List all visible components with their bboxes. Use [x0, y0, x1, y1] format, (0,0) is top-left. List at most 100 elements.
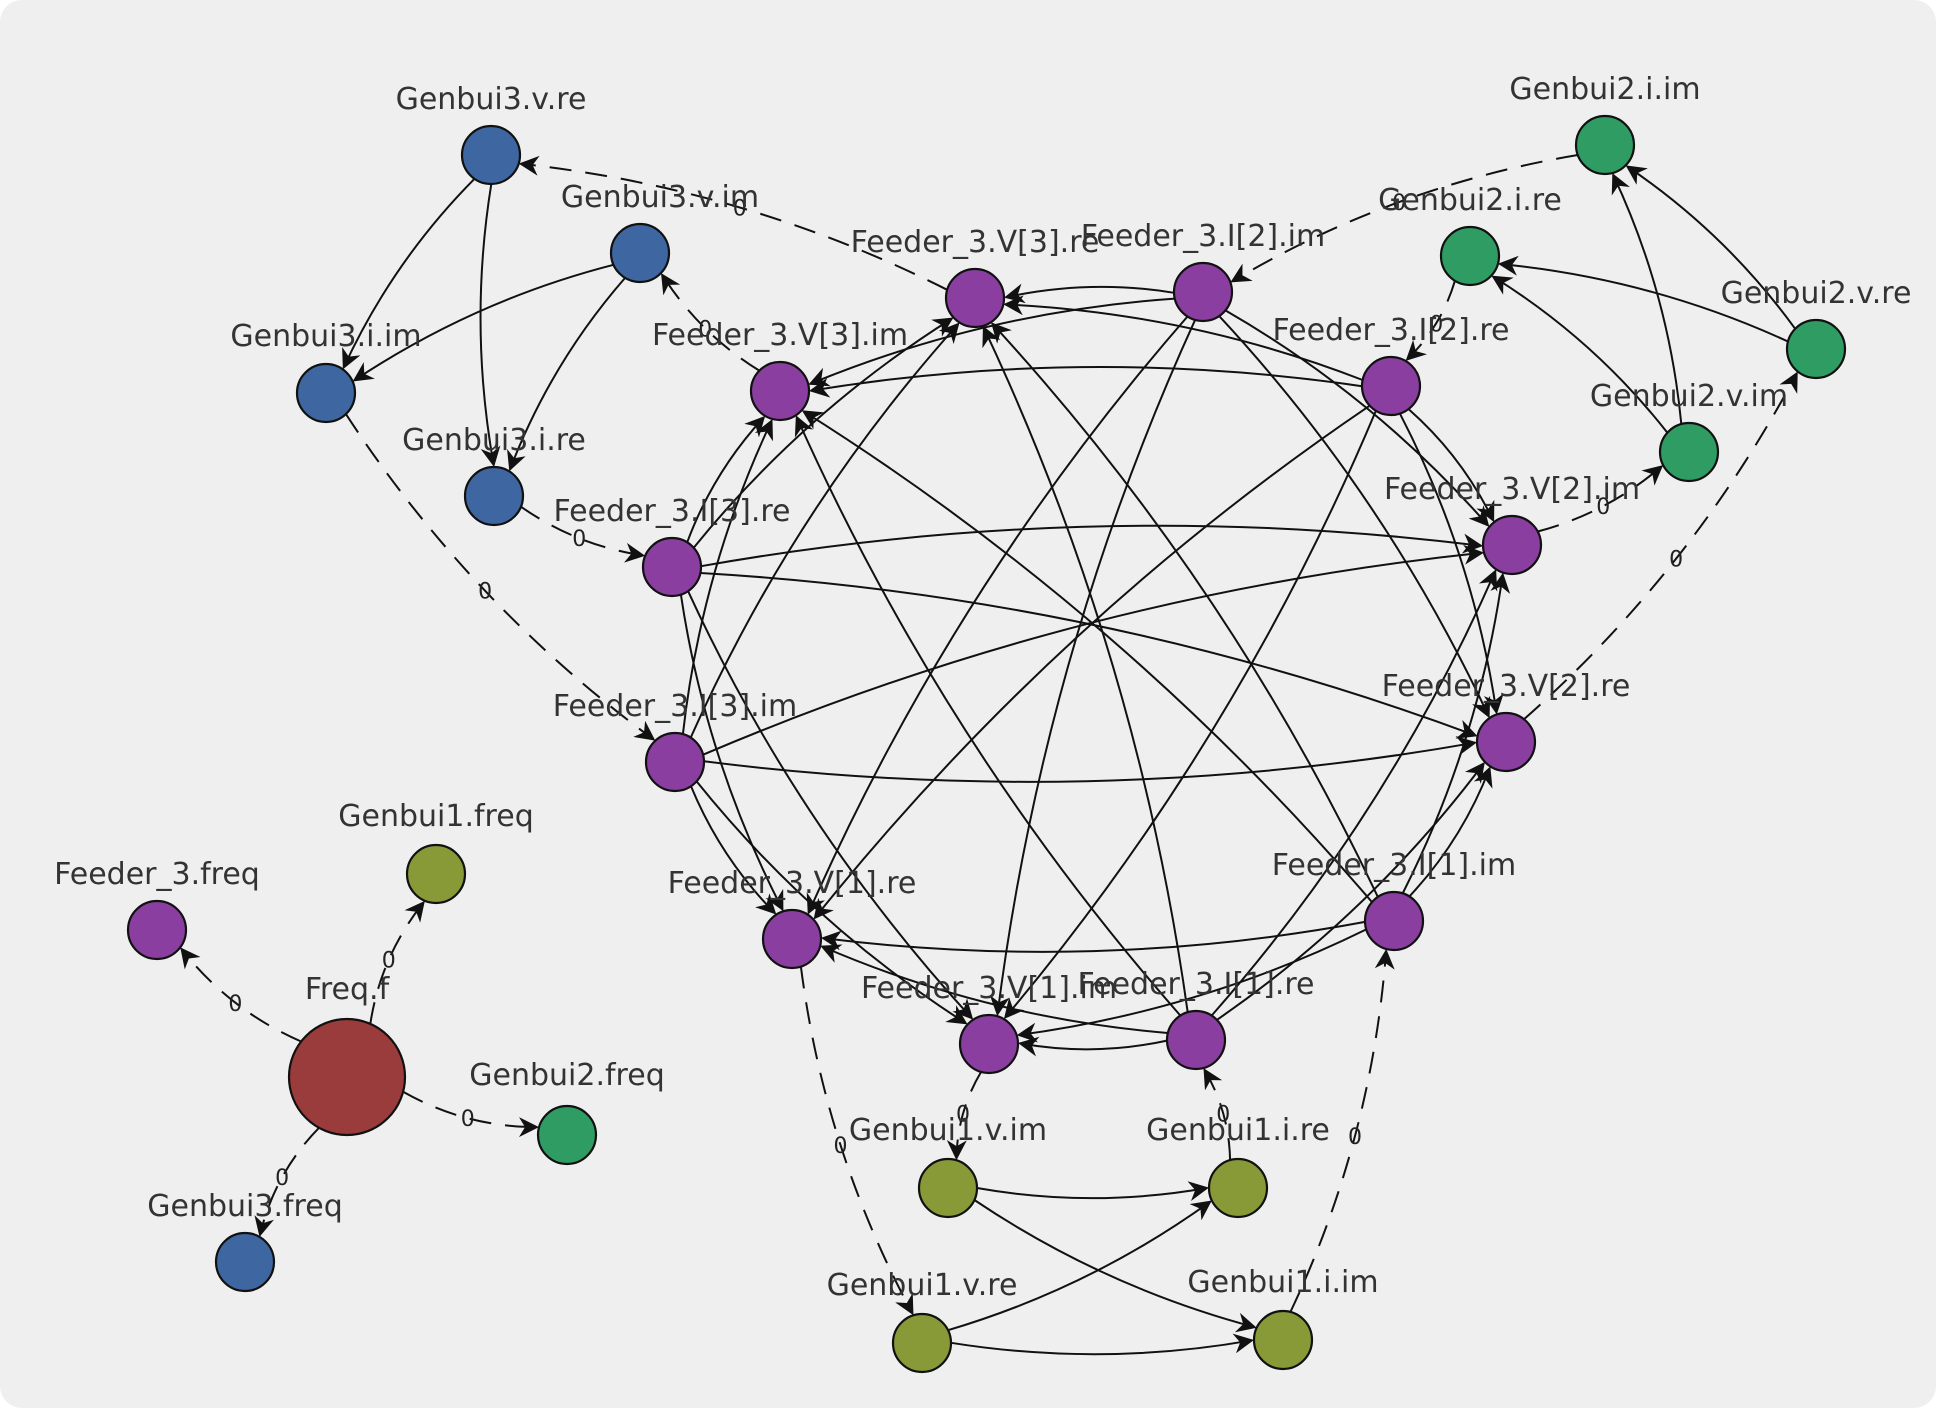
node-freq_f[interactable] [287, 1017, 407, 1137]
edge-weight-freq_f-to-g3_freq: 0 [275, 1166, 289, 1191]
edge-i2im-to-v2im [1224, 309, 1490, 527]
edge-i1re-to-v1re [820, 944, 1168, 1034]
node-i2im[interactable] [1172, 261, 1234, 323]
edge-weight-g2_ire-to-i2re: 0 [1429, 312, 1443, 337]
edge-weight-v1re-to-g1_vre: 0 [834, 1134, 848, 1159]
node-g1_ire[interactable] [1207, 1157, 1269, 1219]
node-g3_ire[interactable] [463, 465, 525, 527]
node-v1im[interactable] [958, 1013, 1020, 1075]
edge-i2re-to-v3im [809, 366, 1363, 398]
edge-g1_vre-to-g1_iim [950, 1333, 1254, 1356]
node-v1re[interactable] [761, 908, 823, 970]
labels-layer: 0000000000000000Freq.fFeeder_3.freqGenbu… [54, 72, 1911, 1303]
edge-freq_f-to-f3_freq [180, 947, 302, 1043]
edge-i1re-to-v2im [1210, 569, 1498, 1017]
edge-v2re-to-g2_vre [1523, 371, 1798, 720]
edge-weight-freq_f-to-f3_freq: 0 [228, 992, 242, 1017]
edge-v3im-to-g3_vim [661, 273, 760, 372]
edge-i3re-to-v3im [686, 415, 766, 543]
node-g3_vre[interactable] [460, 124, 522, 186]
node-g3_freq[interactable] [214, 1231, 276, 1293]
node-label-g3_freq: Genbui3.freq [147, 1189, 342, 1224]
edge-i1im-to-v2re [1408, 766, 1493, 898]
edge-i3im-to-v2im [702, 544, 1484, 756]
node-label-g1_vim: Genbui1.v.im [849, 1113, 1047, 1148]
edge-weight-v2re-to-g2_vre: 0 [1669, 548, 1683, 573]
edge-i2re-to-v1re [813, 404, 1371, 920]
node-g2_freq[interactable] [536, 1104, 598, 1166]
node-i1re[interactable] [1165, 1009, 1227, 1071]
node-g3_iim[interactable] [295, 362, 357, 424]
edge-g2_vim-to-g2_ire [1491, 275, 1669, 434]
node-g1_vre[interactable] [891, 1312, 953, 1374]
edge-g3_ire-to-i3re [520, 505, 646, 563]
edges-layer [180, 154, 1798, 1356]
node-i1im[interactable] [1363, 890, 1425, 952]
edge-g2_iim-to-i2im [1230, 154, 1578, 283]
node-label-g1_freq: Genbui1.freq [338, 799, 533, 834]
edge-i1im-to-v1re [821, 920, 1366, 953]
edge-g3_vre-to-g3_iim [342, 178, 476, 370]
node-v3im[interactable] [749, 360, 811, 422]
edge-g1_vim-to-g1_iim [973, 1199, 1257, 1333]
node-v3re[interactable] [944, 267, 1006, 329]
node-label-v2im: Feeder_3.V[2].im [1384, 472, 1640, 507]
node-label-i2re: Feeder_3.I[2].re [1273, 313, 1510, 348]
node-v2re[interactable] [1475, 711, 1537, 773]
edge-weight-v3re-to-g3_vre: 0 [733, 196, 747, 221]
edge-g2_ire-to-i2re [1405, 280, 1456, 361]
edge-g1_vim-to-g1_ire [976, 1181, 1209, 1201]
node-label-i2im: Feeder_3.I[2].im [1081, 219, 1325, 254]
node-label-g3_iim: Genbui3.i.im [230, 319, 421, 354]
node-g1_vim[interactable] [917, 1157, 979, 1219]
edge-i1re-to-v1im [1018, 1036, 1168, 1057]
edge-i3re-to-v1re [679, 594, 784, 912]
edge-weight-v2im-to-g2_vim: 0 [1596, 495, 1610, 520]
edge-v1re-to-g1_vre [799, 966, 914, 1316]
node-label-i3im: Feeder_3.I[3].im [553, 689, 797, 724]
node-i3re[interactable] [641, 536, 703, 598]
edge-i2im-to-v2re [1218, 315, 1491, 719]
edge-g1_iim-to-i1im [1289, 949, 1395, 1313]
node-f3_freq[interactable] [126, 899, 188, 961]
node-label-v3re: Feeder_3.V[3].re [851, 225, 1100, 260]
edge-i1im-to-v3im [801, 410, 1373, 903]
node-v2im[interactable] [1481, 514, 1543, 576]
node-label-i1re: Feeder_3.I[1].re [1078, 967, 1315, 1002]
node-label-g2_vre: Genbui2.v.re [1721, 276, 1912, 311]
node-g2_iim[interactable] [1574, 114, 1636, 176]
node-label-v1im: Feeder_3.V[1].im [861, 971, 1117, 1006]
edge-weight-v1im-to-g1_vim: 0 [956, 1102, 970, 1127]
node-label-g1_vre: Genbui1.v.re [827, 1268, 1018, 1303]
edge-i2re-to-v3re [1003, 295, 1363, 381]
node-i3im[interactable] [644, 731, 706, 793]
node-g1_freq[interactable] [405, 843, 467, 905]
edge-weight-g3_ire-to-i3re: 0 [572, 527, 586, 552]
edge-g2_vre-to-g2_ire [1497, 255, 1789, 343]
node-label-g3_vre: Genbui3.v.re [396, 82, 587, 117]
edge-weight-freq_f-to-g1_freq: 0 [382, 949, 396, 974]
edge-weight-g2_iim-to-i2im: 0 [1392, 191, 1406, 216]
edge-weight-g1_ire-to-i1re: 0 [1216, 1102, 1230, 1127]
node-i2re[interactable] [1360, 355, 1422, 417]
node-g2_vim[interactable] [1658, 421, 1720, 483]
edge-i3im-to-v2re [703, 735, 1477, 783]
node-label-g2_freq: Genbui2.freq [469, 1058, 664, 1093]
node-g2_vre[interactable] [1785, 318, 1847, 380]
edge-i2im-to-v1re [806, 315, 1189, 915]
node-g1_iim[interactable] [1252, 1309, 1314, 1371]
edge-i1im-to-v3re [990, 322, 1379, 898]
edge-g3_iim-to-i3im [345, 413, 656, 741]
edge-v2im-to-g2_vim [1537, 465, 1664, 533]
node-g3_vim[interactable] [609, 222, 671, 284]
node-g2_ire[interactable] [1439, 225, 1501, 287]
edge-i3re-to-v1im [687, 590, 974, 1020]
edge-v1im-to-g1_vim [946, 1071, 982, 1161]
node-label-f3_freq: Feeder_3.freq [54, 857, 260, 892]
edge-weight-freq_f-to-g2_freq: 0 [461, 1107, 475, 1132]
edge-i1im-to-v1im [1016, 928, 1367, 1043]
edge-weight-g3_iim-to-i3im: 0 [478, 580, 492, 605]
node-label-g3_vim: Genbui3.v.im [561, 180, 759, 215]
edge-i1re-to-v3im [794, 415, 1182, 1017]
